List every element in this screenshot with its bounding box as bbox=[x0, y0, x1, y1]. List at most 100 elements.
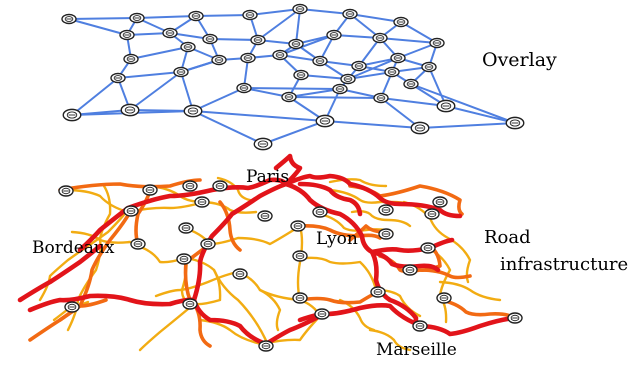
overlay-edge bbox=[324, 120, 421, 129]
road-segment bbox=[298, 290, 380, 305]
overlay-edge bbox=[410, 83, 516, 124]
overlay-edge bbox=[195, 14, 251, 17]
overlay-edge bbox=[136, 15, 197, 19]
router-node-icon bbox=[253, 137, 273, 151]
router-node-icon bbox=[293, 69, 309, 81]
router-node-icon bbox=[384, 66, 400, 78]
router-node-icon bbox=[272, 49, 288, 61]
overlay-edge bbox=[349, 13, 381, 39]
router-node-icon bbox=[236, 82, 252, 94]
router-node-icon bbox=[403, 78, 419, 90]
overlay-edge bbox=[243, 87, 290, 98]
overlay-edge bbox=[130, 46, 189, 60]
road-segment bbox=[283, 173, 353, 187]
road-segment bbox=[419, 315, 518, 337]
router-node-icon bbox=[292, 250, 308, 262]
city-label-bordeaux: Bordeaux bbox=[32, 238, 115, 258]
router-node-icon bbox=[351, 60, 367, 72]
overlay-edge bbox=[279, 34, 335, 56]
router-node-icon bbox=[194, 196, 210, 208]
road-segment bbox=[296, 224, 322, 318]
router-node-icon bbox=[62, 108, 82, 122]
road-segment bbox=[347, 181, 463, 219]
router-node-icon bbox=[290, 220, 306, 232]
road-segment bbox=[438, 298, 517, 320]
router-node-icon bbox=[130, 238, 146, 250]
router-node-icon bbox=[505, 116, 525, 130]
road-network bbox=[17, 153, 523, 352]
overlay-edge bbox=[288, 96, 382, 99]
overlay-edge bbox=[192, 110, 264, 145]
router-node-icon bbox=[182, 180, 198, 192]
minor-roads bbox=[38, 176, 502, 352]
router-node-icon bbox=[372, 32, 388, 44]
router-node-icon bbox=[402, 264, 418, 276]
router-node-icon bbox=[326, 29, 342, 41]
router-node-icon bbox=[176, 253, 192, 265]
road-segment bbox=[134, 188, 152, 246]
router-node-icon bbox=[390, 52, 406, 64]
overlay-edge bbox=[349, 13, 402, 23]
router-node-icon bbox=[281, 91, 297, 103]
router-node-icon bbox=[123, 53, 139, 65]
overlay-edges bbox=[68, 8, 516, 145]
router-node-icon bbox=[292, 292, 308, 304]
router-node-icon bbox=[420, 242, 436, 254]
router-node-icon bbox=[250, 34, 266, 46]
router-node-icon bbox=[312, 55, 328, 67]
router-node-icon bbox=[421, 61, 437, 73]
overlay-edge bbox=[428, 66, 447, 107]
overlay-edge bbox=[68, 18, 128, 36]
router-node-icon bbox=[424, 208, 440, 220]
road-segment bbox=[191, 181, 289, 347]
router-node-icon bbox=[288, 38, 304, 50]
road-segment bbox=[182, 224, 302, 246]
router-node-icon bbox=[378, 228, 394, 240]
router-node-icon bbox=[312, 206, 328, 218]
overlay-edge bbox=[295, 8, 301, 45]
road-segment bbox=[28, 210, 132, 342]
router-node-icon bbox=[240, 52, 256, 64]
overlay-edge bbox=[379, 37, 438, 44]
city-label-paris: Paris bbox=[246, 167, 289, 187]
router-node-icon bbox=[182, 298, 198, 310]
road-segment bbox=[154, 270, 240, 298]
overlay-edge bbox=[300, 74, 349, 80]
overlay-edge bbox=[249, 8, 301, 16]
road-nodes bbox=[58, 180, 523, 352]
road-segment bbox=[216, 176, 252, 202]
router-node-icon bbox=[393, 16, 409, 28]
road-segment bbox=[298, 224, 382, 240]
router-node-icon bbox=[202, 33, 218, 45]
overlay-edge bbox=[180, 71, 194, 112]
router-node-icon bbox=[120, 103, 140, 117]
router-node-icon bbox=[242, 9, 258, 21]
overlay-edge bbox=[358, 37, 381, 67]
router-node-icon bbox=[436, 99, 456, 113]
road-segment bbox=[263, 313, 323, 347]
major-roads bbox=[17, 153, 518, 347]
road-segment bbox=[402, 200, 472, 284]
router-node-icon bbox=[178, 222, 194, 234]
road-segment bbox=[70, 230, 132, 244]
road-segment bbox=[218, 200, 242, 252]
overlay-network bbox=[61, 3, 525, 151]
router-node-icon bbox=[507, 312, 523, 324]
road-segment bbox=[17, 243, 103, 303]
overlay-edge bbox=[257, 8, 301, 41]
overlay-nodes bbox=[61, 3, 525, 151]
city-label-marseille: Marseille bbox=[376, 340, 457, 360]
router-node-icon bbox=[340, 73, 356, 85]
overlay-edge bbox=[209, 38, 259, 41]
router-node-icon bbox=[183, 104, 203, 118]
router-node-icon bbox=[257, 210, 273, 222]
road-segment bbox=[368, 328, 412, 352]
road-segment bbox=[258, 288, 282, 332]
overlay-edge bbox=[192, 110, 326, 122]
router-node-icon bbox=[342, 8, 358, 20]
overlay-edge bbox=[117, 71, 182, 79]
router-node-icon bbox=[129, 12, 145, 24]
router-node-icon bbox=[429, 37, 445, 49]
road-segment bbox=[273, 153, 303, 187]
router-node-icon bbox=[292, 3, 308, 15]
